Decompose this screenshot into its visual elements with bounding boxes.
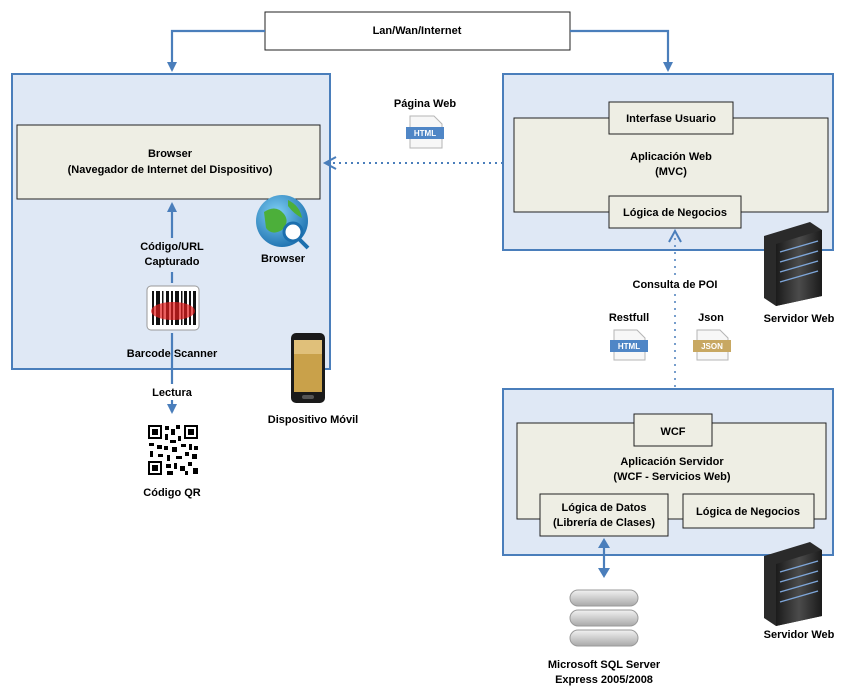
ui-label: Interfase Usuario: [626, 113, 716, 125]
app-server-subtitle: (WCF - Servicios Web): [613, 471, 730, 483]
network-box: [264, 11, 571, 51]
browser-globe-icon: [256, 195, 310, 250]
barcode-scanner-icon: [146, 285, 200, 331]
web-logic-label: Lógica de Negocios: [623, 207, 727, 219]
web-app-subtitle: (MVC): [655, 166, 687, 178]
captured-label-line1: Código/URL: [140, 241, 204, 253]
app-logic-box: [682, 493, 815, 529]
captured-label-bg: [130, 238, 214, 272]
read-label-bg: [138, 384, 204, 400]
data-to-db-arrow-up: [598, 538, 610, 548]
restful-file-icon: HTML: [610, 329, 648, 361]
network-to-webserver-arrow: [570, 29, 673, 72]
captured-label-line2: Capturado: [145, 256, 200, 268]
app-server-title: Aplicación Servidor: [620, 456, 724, 468]
json-icon-text: JSON: [701, 342, 723, 351]
data-logic-box: [539, 493, 669, 537]
browser-icon-label: Browser: [261, 253, 306, 265]
restful-label: Restfull: [609, 312, 649, 324]
html-file-icon-text: HTML: [414, 129, 436, 138]
app-server-label: Servidor Web: [764, 629, 835, 641]
query-arrow-up: [668, 228, 682, 243]
mobile-phone-icon: [291, 333, 325, 403]
browser-panel: [16, 124, 321, 200]
json-label: Json: [698, 312, 724, 324]
network-to-mobile-arrow: [167, 29, 265, 72]
restful-icon-text: HTML: [618, 342, 640, 351]
database-icon: [569, 589, 639, 647]
web-app-title: Aplicación Web: [630, 151, 712, 163]
database-label-line2: Express 2005/2008: [555, 674, 653, 686]
wcf-label: WCF: [660, 426, 685, 438]
web-server-icon: [764, 222, 822, 306]
wcf-box: [633, 413, 713, 447]
html-file-icon: HTML: [406, 115, 444, 149]
data-logic-line1: Lógica de Datos: [562, 502, 647, 514]
data-logic-line2: (Librería de Clases): [553, 517, 655, 529]
json-file-icon: JSON: [693, 329, 731, 361]
browser-subtitle: (Navegador de Internet del Dispositivo): [68, 164, 273, 176]
app-server-icon: [764, 542, 822, 626]
web-page-arrow-left: [322, 156, 337, 170]
qr-label: Código QR: [143, 487, 200, 499]
web-page-label: Página Web: [394, 98, 456, 110]
web-logic-box: [608, 195, 742, 229]
query-label: Consulta de POI: [633, 279, 718, 291]
qr-code-icon: [147, 424, 199, 476]
device-label: Dispositivo Móvil: [268, 414, 358, 426]
web-server-label: Servidor Web: [764, 313, 835, 325]
network-label: Lan/Wan/Internet: [373, 25, 462, 37]
browser-title: Browser: [148, 148, 193, 160]
data-to-db-arrow-down: [598, 568, 610, 578]
database-label-line1: Microsoft SQL Server: [548, 659, 661, 671]
read-label: Lectura: [152, 387, 193, 399]
ui-box: [608, 101, 734, 135]
app-logic-label: Lógica de Negocios: [696, 506, 800, 518]
query-label-bg: [622, 276, 728, 292]
